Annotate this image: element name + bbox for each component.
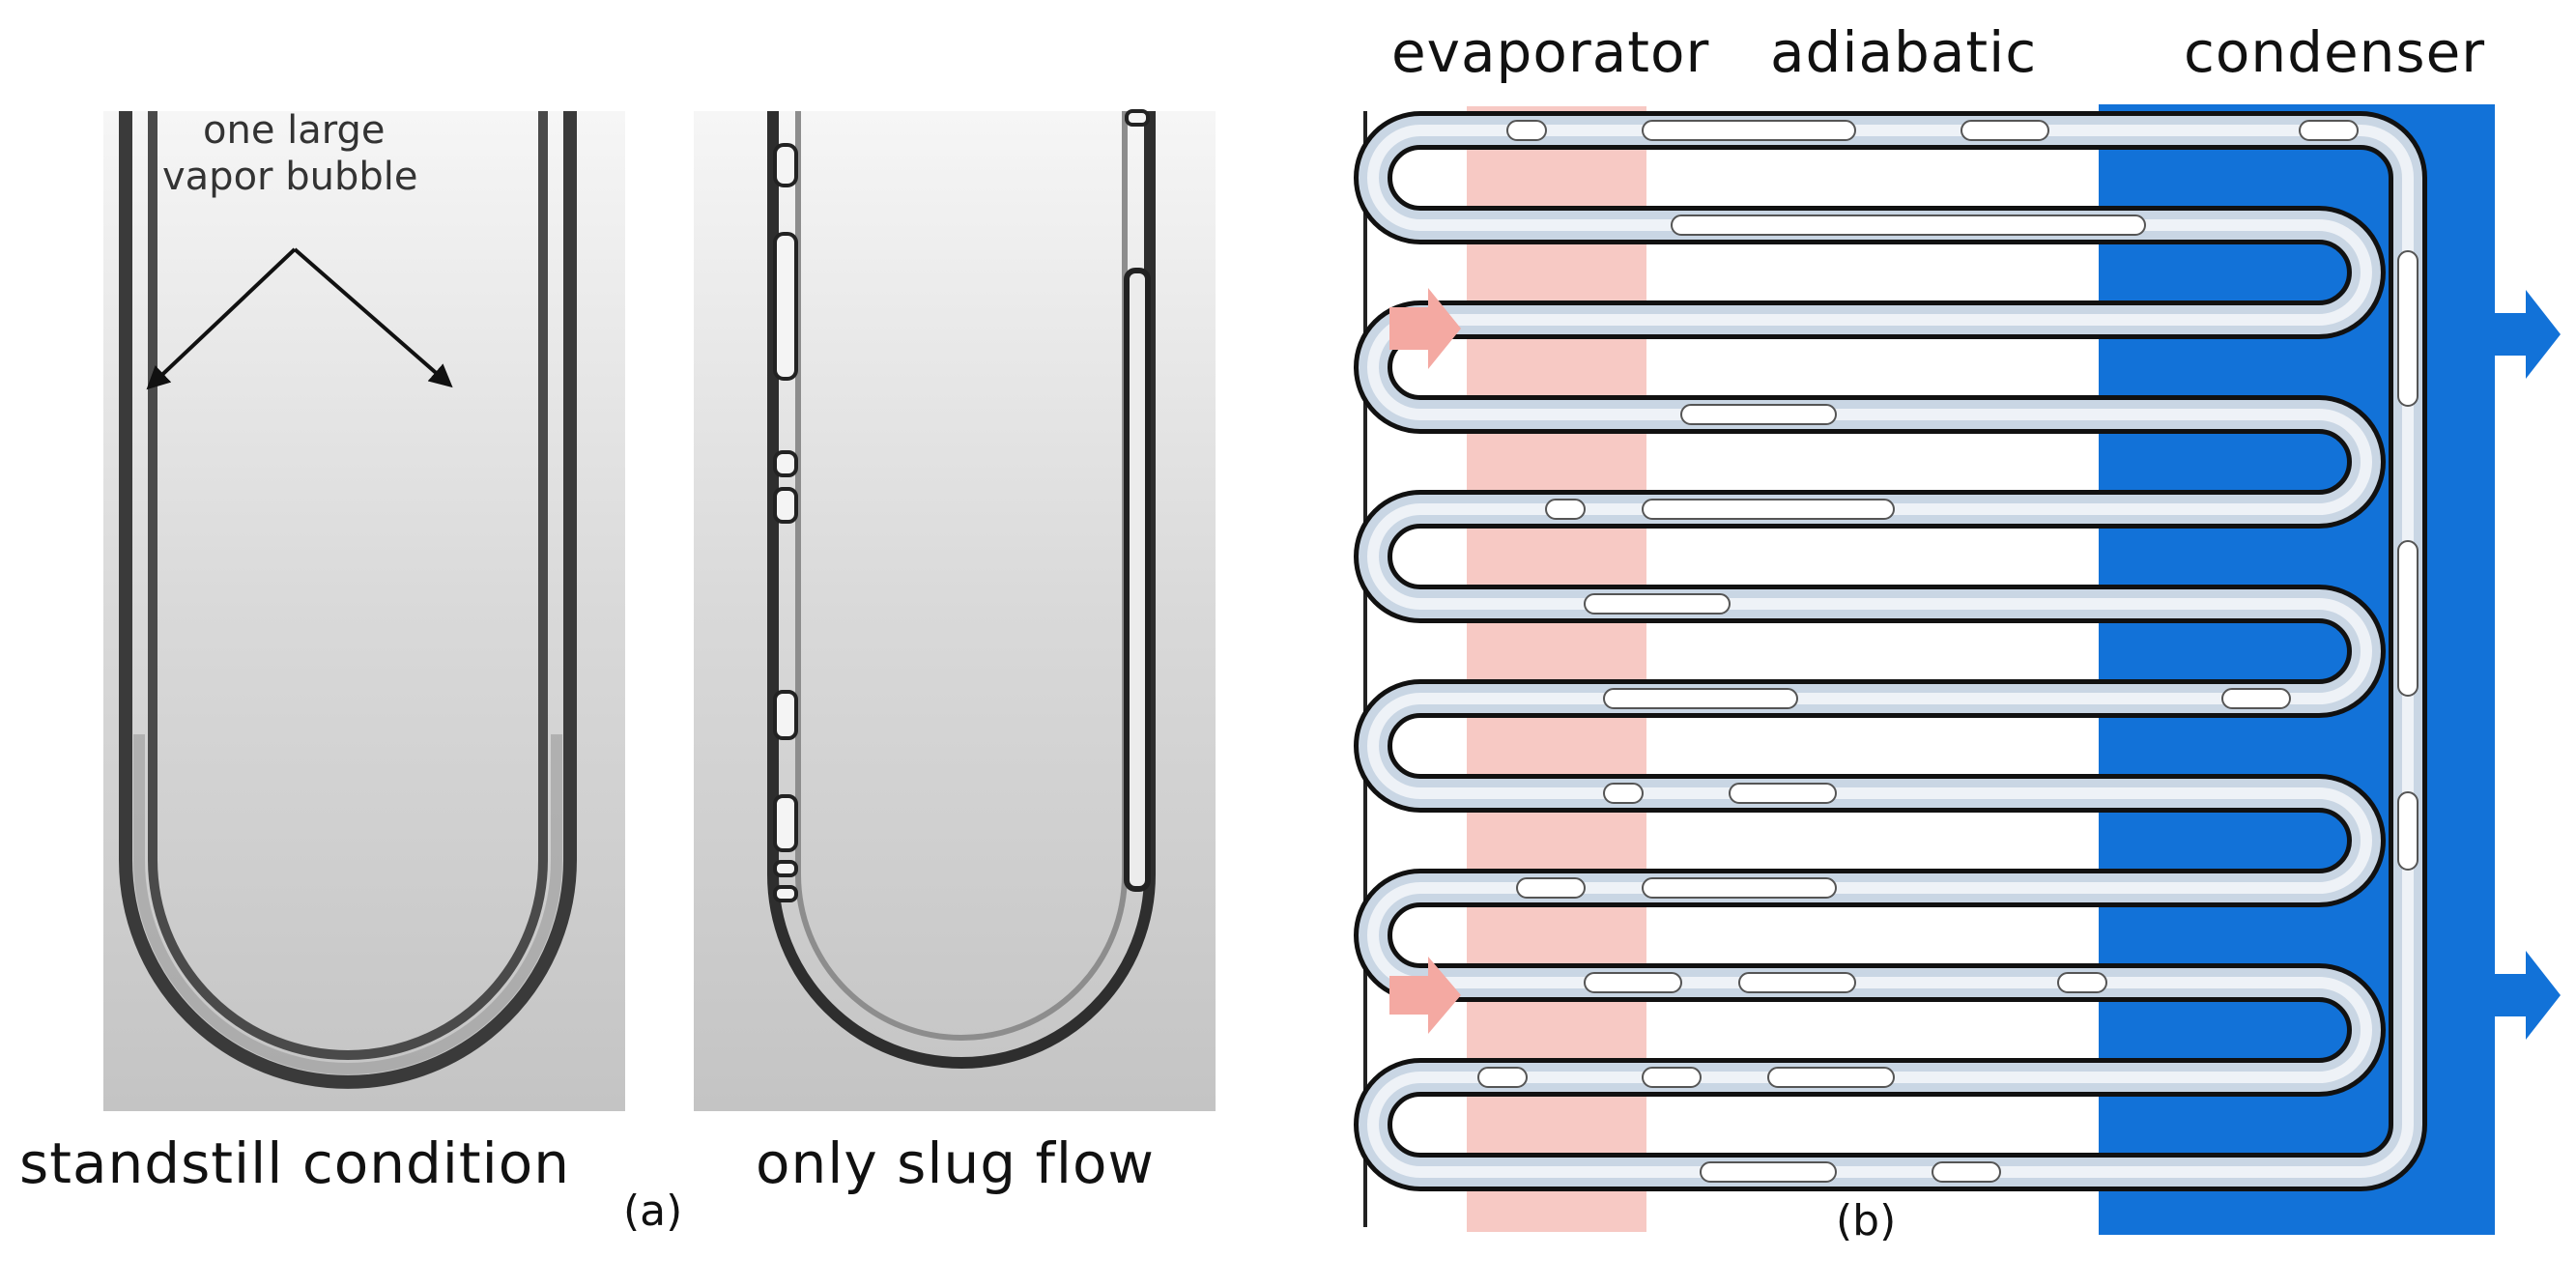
slug-flow-caption: only slug flow [756,1130,1155,1196]
vapor-slug [1516,877,1586,899]
serpentine-tube [1354,111,2427,1191]
vapor-slug [1506,120,1547,141]
slug-flow-photo [694,109,1216,1111]
vapor-slug [2057,972,2107,993]
slug-left-1 [773,143,798,187]
vapor-slug [1642,1067,1702,1088]
slug-left-2 [773,232,798,381]
heat-out-arrow-bottom [2495,951,2561,1040]
slug-tube-inner [795,111,1128,1041]
standstill-caption: standstill condition [19,1130,570,1196]
tube-highlight [1367,125,2414,1178]
slug-left-3 [773,450,798,477]
bubble-annotation-line1: one large [203,108,386,153]
standstill-liquid-film [133,734,562,1074]
standstill-tube-outer [119,111,577,1089]
bubble-arrow-left [146,247,297,390]
vapor-slug [1680,404,1837,425]
vapor-slug [1603,783,1644,804]
standstill-tube-inner [148,111,548,1060]
heat-out-arrow-top [2495,290,2561,379]
vapor-slug [2397,250,2419,407]
adiabatic-label: adiabatic [1770,19,2038,85]
slug-right-top [1125,109,1150,127]
vapor-slug [1671,214,2146,236]
slug-tube-outer [767,111,1156,1069]
condenser-zone [2099,104,2495,1235]
vapor-slug [1932,1161,2001,1183]
standstill-photo [103,111,625,1111]
vapor-slug [1700,1161,1837,1183]
vapor-slug [2397,791,2419,871]
slug-left-7 [773,860,798,877]
vapor-slug [1603,688,1798,709]
vapor-slug [1642,499,1895,520]
vapor-slug [1545,499,1586,520]
php-schematic [1354,104,2561,1235]
vapor-slug [2299,120,2359,141]
slug-left-5 [773,690,798,740]
bubble-arrow-right [293,247,453,388]
vapor-slug [1584,972,1682,993]
vapor-slugs [1477,120,2419,1183]
slug-left-8 [773,885,798,902]
vapor-slug [1767,1067,1895,1088]
condenser-label: condenser [2184,19,2486,85]
vapor-slug [1729,783,1837,804]
vapor-slug [1738,972,1856,993]
heat-in-arrow-top [1389,288,1461,369]
vapor-slug [1477,1067,1528,1088]
slug-left-4 [773,487,798,524]
bubble-annotation-line2: vapor bubble [162,155,418,199]
vapor-slug [1584,593,1731,615]
panel-a-label: (a) [623,1187,683,1236]
evaporator-label: evaporator [1391,19,1710,85]
slug-right-long [1124,268,1151,892]
evaporator-zone [1467,106,1646,1232]
vapor-slug [1642,877,1837,899]
panel-b-label: (b) [1836,1196,1897,1245]
vapor-slug [2397,540,2419,697]
vapor-slug [1961,120,2049,141]
heat-in-arrow-bottom [1389,957,1461,1034]
slug-left-6 [773,794,798,852]
vapor-slug [1642,120,1856,141]
vapor-slug [2221,688,2291,709]
